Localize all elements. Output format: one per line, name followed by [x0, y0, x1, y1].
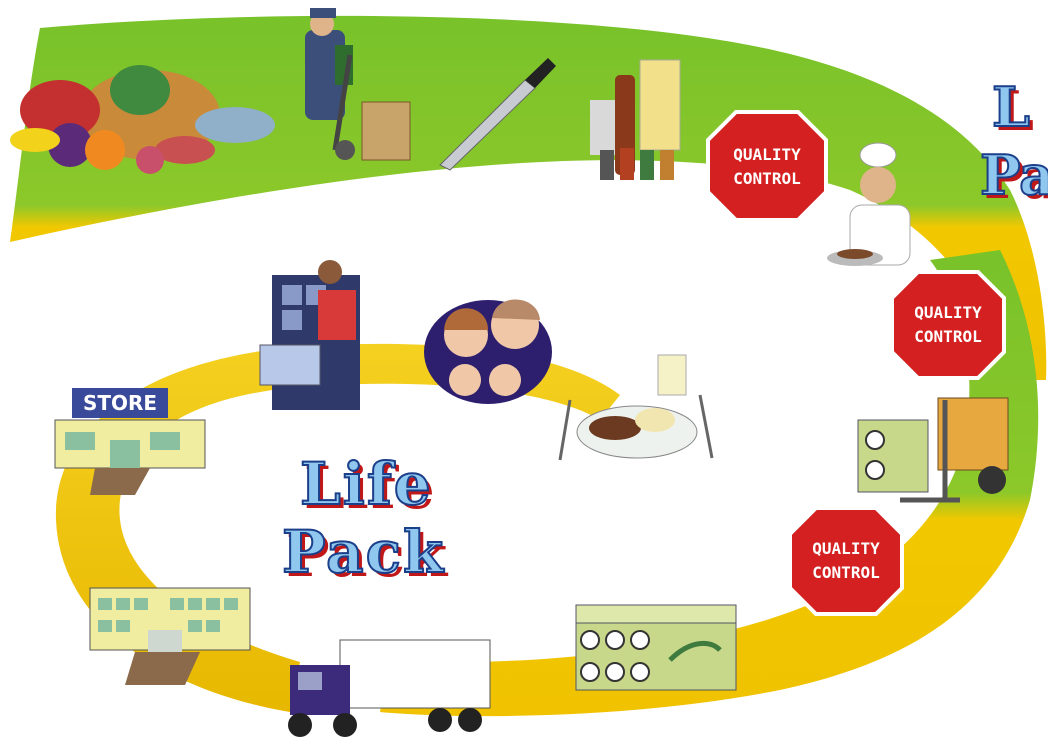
green-top-band	[10, 15, 1047, 381]
title-line-2: Pack	[281, 518, 446, 586]
qc-sign-2-line2: CONTROL	[914, 327, 981, 346]
truck-icon	[288, 639, 491, 737]
quality-control-sign-3: QUALITY CONTROL	[788, 506, 904, 616]
qc-sign-1-line2: CONTROL	[733, 169, 800, 188]
boxes-pallet-icon	[575, 604, 737, 691]
quality-control-sign-2: QUALITY CONTROL	[890, 270, 1006, 380]
knife-icon	[439, 58, 556, 171]
shopping-scene-icon	[259, 260, 360, 410]
qc-sign-3-line2: CONTROL	[812, 563, 879, 582]
corner-title-line-2: Pa	[979, 143, 1048, 207]
qc-sign-1-line1: QUALITY	[733, 145, 801, 164]
warehouse-building-icon	[89, 587, 251, 685]
title-line-1: Life	[299, 450, 433, 518]
meal-plate-icon	[558, 354, 714, 461]
spices-icon	[590, 59, 681, 180]
chef-icon	[827, 142, 911, 266]
family-icon	[424, 299, 552, 404]
corner-title-line-1: L	[991, 75, 1031, 139]
store-building-icon: STORE	[54, 388, 206, 495]
groceries-icon	[10, 65, 275, 174]
delivery-worker-icon	[305, 8, 411, 161]
qc-sign-3-line1: QUALITY	[812, 539, 880, 558]
forklift-icon	[857, 397, 1009, 503]
qc-sign-2-line1: QUALITY	[914, 303, 982, 322]
quality-control-sign-1: QUALITY CONTROL	[706, 110, 828, 222]
store-sign-text: STORE	[83, 391, 157, 415]
